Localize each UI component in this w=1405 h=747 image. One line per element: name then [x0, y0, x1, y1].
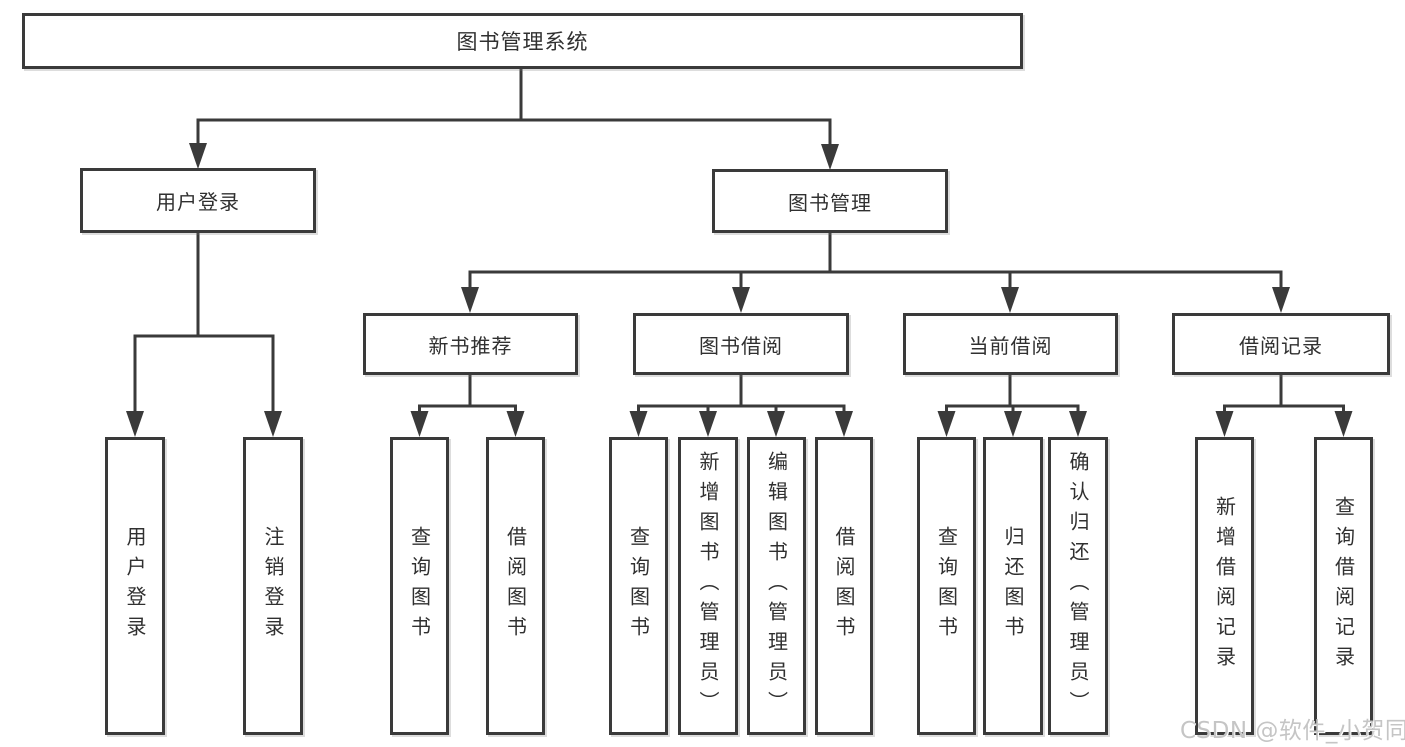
- leaf-edit-books-admin: 编辑图书（管理员）: [747, 437, 806, 735]
- connector-book-management-to-level3: [461, 233, 1290, 313]
- leaf-query-books-recommend-label: 查询图书: [407, 526, 432, 646]
- connector-user-login-to-leaves: [126, 233, 282, 437]
- leaf-query-books-borrowing: 查询图书: [609, 437, 668, 735]
- csdn-watermark: CSDN @软件_小贺同学: [1180, 718, 1405, 744]
- leaf-borrow-books: 借阅图书: [815, 437, 873, 735]
- leaf-query-books-current: 查询图书: [917, 437, 976, 735]
- connector-new-book-to-leaves: [410, 375, 525, 437]
- node-library-management-system: 图书管理系统: [22, 13, 1023, 69]
- node-book-management: 图书管理: [712, 169, 948, 233]
- leaf-borrow-books-recommend: 借阅图书: [486, 437, 545, 735]
- leaf-query-borrow-record: 查询借阅记录: [1314, 437, 1373, 735]
- leaf-confirm-return-admin: 确认归还（管理员）: [1048, 437, 1108, 735]
- leaf-add-books-admin: 新增图书（管理员）: [678, 437, 738, 735]
- leaf-borrow-books-recommend-label: 借阅图书: [503, 526, 528, 646]
- leaf-query-books-recommend: 查询图书: [390, 437, 449, 735]
- leaf-user-login-label: 用户登录: [123, 526, 147, 646]
- leaf-logout: 注销登录: [243, 437, 303, 735]
- leaf-return-books: 归还图书: [983, 437, 1043, 735]
- node-borrow-records: 借阅记录: [1172, 313, 1390, 375]
- node-user-login: 用户登录: [80, 168, 316, 233]
- leaf-query-books-current-label: 查询图书: [934, 526, 959, 646]
- connector-book-borrowing-to-leaves: [629, 375, 853, 437]
- leaf-return-books-label: 归还图书: [1001, 526, 1025, 646]
- leaf-add-borrow-record: 新增借阅记录: [1195, 437, 1254, 735]
- connector-borrow-records-to-leaves: [1215, 375, 1353, 437]
- leaf-query-books-borrowing-label: 查询图书: [626, 526, 651, 646]
- leaf-add-books-admin-label: 新增图书（管理员）: [696, 451, 720, 721]
- leaf-edit-books-admin-label: 编辑图书（管理员）: [764, 451, 789, 721]
- leaf-query-borrow-record-label: 查询借阅记录: [1331, 496, 1356, 676]
- connector-current-borrowing-to-leaves: [937, 375, 1087, 437]
- leaf-logout-label: 注销登录: [261, 526, 285, 646]
- leaf-user-login: 用户登录: [105, 437, 165, 735]
- leaf-borrow-books-label: 借阅图书: [832, 526, 856, 646]
- node-current-borrowing: 当前借阅: [903, 313, 1118, 375]
- leaf-confirm-return-admin-label: 确认归还（管理员）: [1066, 451, 1090, 721]
- node-book-borrowing: 图书借阅: [633, 313, 849, 375]
- leaf-add-borrow-record-label: 新增借阅记录: [1212, 496, 1237, 676]
- node-new-book-recommendation: 新书推荐: [363, 313, 578, 375]
- connector-root-to-level2: [189, 68, 839, 170]
